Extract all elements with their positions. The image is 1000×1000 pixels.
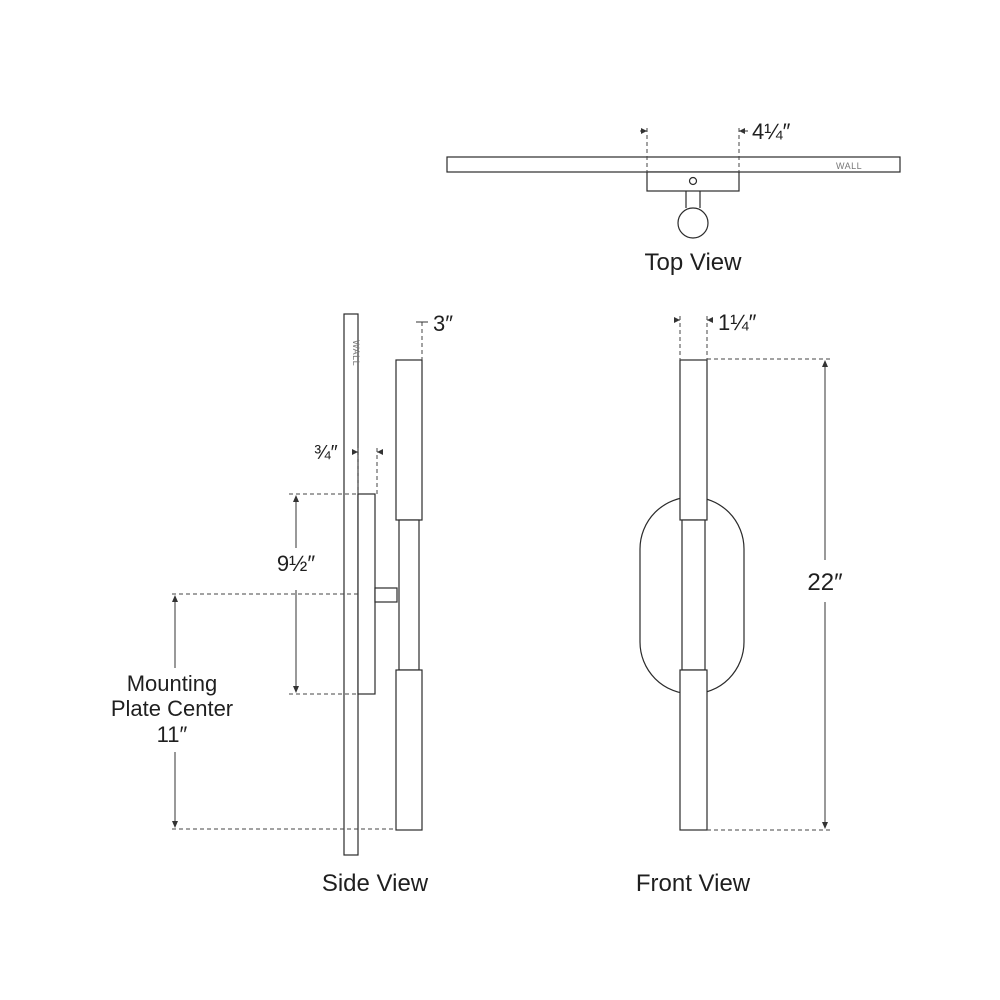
side-upper-tube [395, 359, 423, 521]
front-upper-tube [679, 359, 708, 521]
top-tube [677, 207, 709, 239]
side-wall-section [343, 313, 359, 856]
side-lower-tube [395, 669, 423, 831]
side-wall-label: WALL [351, 340, 361, 366]
top-view-title: Top View [645, 249, 743, 276]
overall-height-dimension: 22″ [807, 569, 843, 596]
top-screw [688, 176, 698, 186]
front-width-dimension: 1¼″ [718, 310, 757, 335]
mounting-label-line1: Mounting [127, 671, 218, 696]
side-view-title: Side View [322, 870, 429, 897]
front-view: 1¼″ 22″ Front View [636, 310, 843, 897]
top-wall-section [446, 156, 901, 173]
mounting-label-line2: Plate Center [111, 696, 233, 721]
mounting-center-dimension: 11″ [157, 722, 188, 747]
front-view-title: Front View [636, 870, 751, 897]
front-center-tube [681, 519, 706, 671]
side-view: WALL 3″ ¾″ 9½″ Mounting Plate [111, 311, 453, 897]
side-width-dimension: 3″ [433, 311, 453, 336]
plate-height-dimension: 9½″ [277, 551, 316, 576]
top-view: WALL 4¼″ Top View [446, 119, 901, 276]
side-arm [374, 587, 398, 603]
top-wall-label: WALL [836, 161, 862, 171]
side-center-tube [398, 519, 420, 671]
side-mounting-plate [357, 493, 376, 695]
top-depth-dimension: 4¼″ [752, 119, 791, 144]
top-mounting-plate [646, 171, 740, 192]
plate-depth-dimension: ¾″ [314, 442, 338, 464]
front-lower-tube [679, 669, 708, 831]
